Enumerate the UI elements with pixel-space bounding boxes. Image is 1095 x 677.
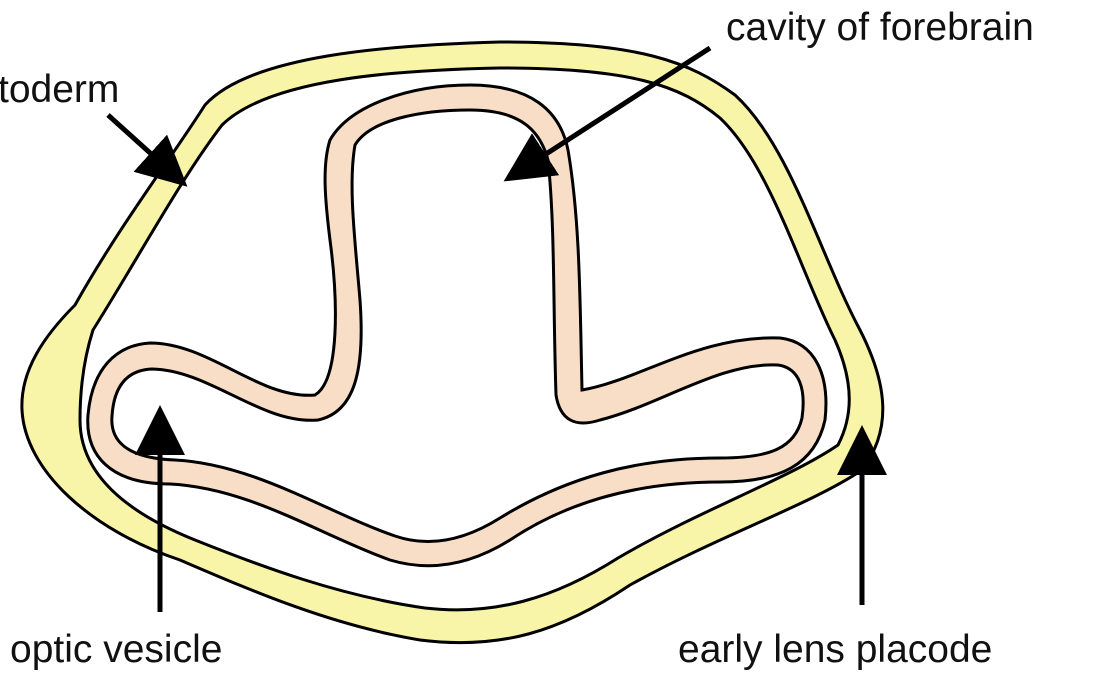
label-optic-vesicle: optic vesicle <box>10 628 222 671</box>
label-cavity-of-forebrain: cavity of forebrain <box>726 6 1034 49</box>
label-ectoderm: toderm <box>0 68 119 111</box>
arrow-ectoderm <box>108 115 180 180</box>
label-early-lens-placode: early lens placode <box>678 628 992 671</box>
